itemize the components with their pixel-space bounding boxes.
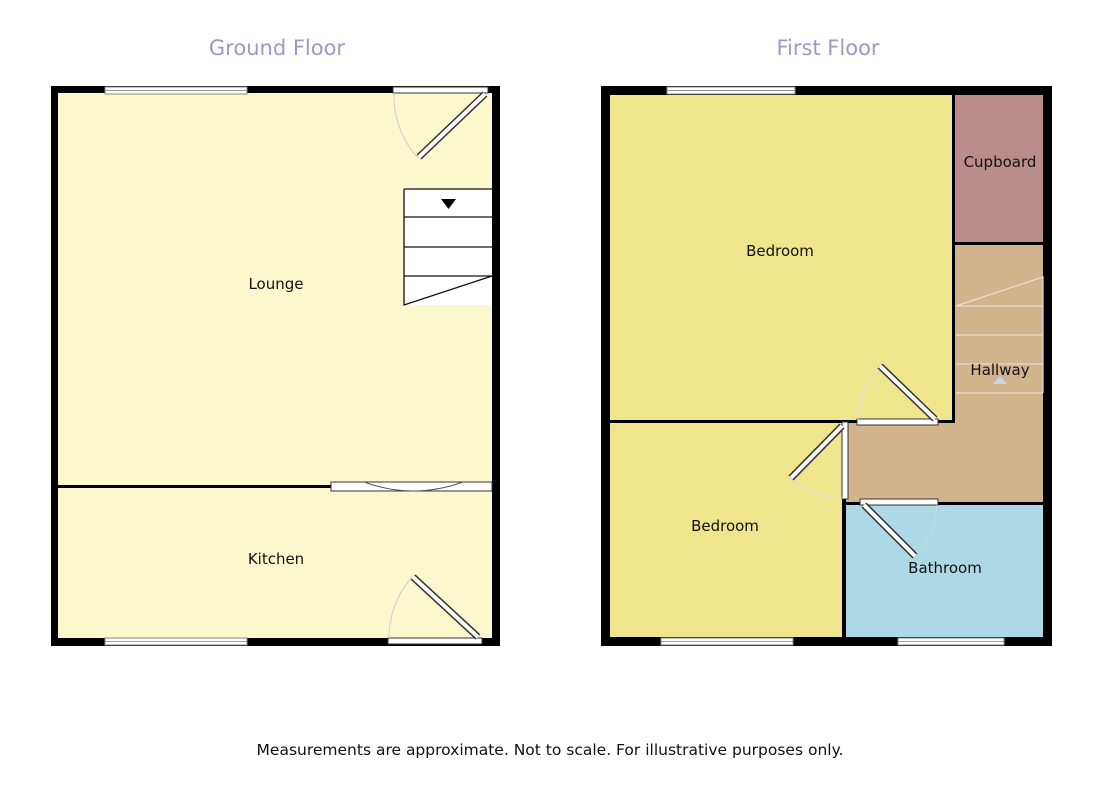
room-label-bathroom: Bathroom	[908, 559, 982, 577]
ground-floor-title: Ground Floor	[209, 36, 346, 60]
room-label-bedroom-2: Bedroom	[691, 517, 759, 535]
first-floor-plan: Bedroom Cupboard Hallway Bedroom Bathroo…	[601, 86, 1052, 646]
door-swing-arc	[789, 477, 844, 499]
bedroom-2-room	[610, 423, 842, 637]
door-swing-arc	[857, 365, 880, 421]
stairs-down-arrow-icon	[441, 199, 456, 209]
staircase	[403, 188, 493, 306]
archway	[330, 481, 493, 492]
room-label-lounge: Lounge	[248, 275, 303, 293]
door-leaf-inner	[862, 503, 917, 558]
lounge-room	[58, 93, 492, 638]
door-leaf-inner	[417, 92, 487, 159]
hallway-room	[846, 245, 1043, 502]
staircase	[955, 276, 1044, 394]
room-label-hallway: Hallway	[970, 361, 1029, 379]
door-swing-arc	[914, 504, 938, 557]
bathroom-room	[846, 505, 1043, 637]
room-label-kitchen: Kitchen	[248, 550, 304, 568]
door-swing-arc	[393, 92, 419, 159]
door-leaf-inner	[411, 575, 480, 639]
door-opening	[859, 498, 939, 506]
disclaimer-text: Measurements are approximate. Not to sca…	[257, 741, 844, 759]
room-label-bedroom-1: Bedroom	[746, 242, 814, 260]
door-leaf-inner	[789, 424, 844, 480]
ground-floor-plan: Lounge Kitchen	[51, 86, 500, 646]
stairs-up-arrow-icon	[993, 376, 1007, 384]
door-opening	[841, 421, 849, 500]
door-swing-arc	[388, 576, 413, 639]
cupboard-room	[955, 95, 1043, 242]
door-opening	[392, 86, 489, 94]
door-leaf-inner	[878, 364, 937, 421]
archway-arc	[363, 481, 464, 492]
kitchen-divider-wall	[58, 485, 492, 488]
room-label-cupboard: Cupboard	[964, 153, 1037, 171]
bedroom-1-room	[610, 95, 952, 420]
first-floor-title: First Floor	[776, 36, 879, 60]
door-opening	[856, 418, 939, 426]
door-opening	[387, 637, 483, 645]
